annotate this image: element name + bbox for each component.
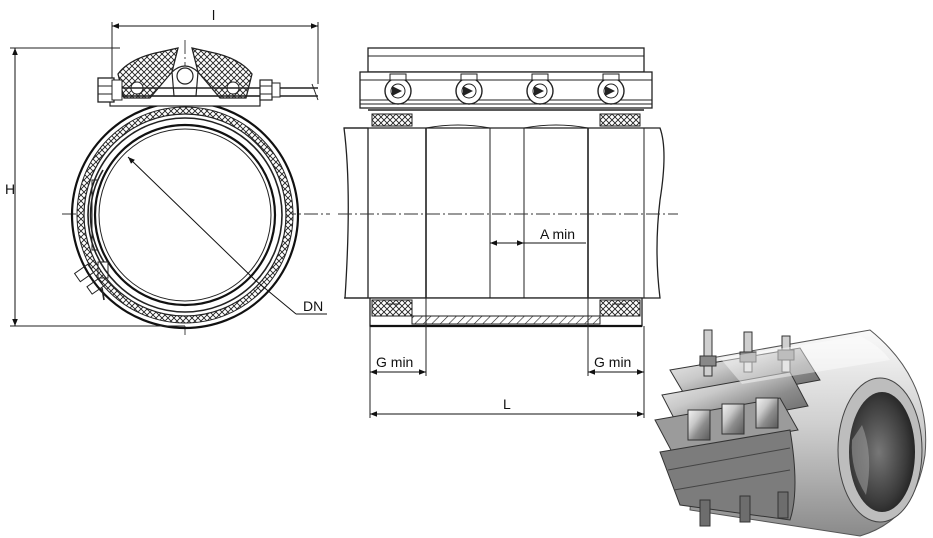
- side-view: A min G min G min L: [338, 47, 678, 418]
- g-min-right-label: G min: [594, 354, 631, 370]
- bolt-icon: [739, 331, 757, 373]
- bolt-icon: [777, 335, 795, 373]
- bolt-icon: [699, 329, 717, 377]
- length-l-label: L: [503, 396, 511, 412]
- bolt-head-icon: [526, 73, 554, 105]
- g-min-left-label: G min: [376, 354, 413, 370]
- bolt-head-icon: [455, 73, 483, 105]
- side-bolt-icon: [73, 261, 109, 301]
- product-photo: [654, 329, 927, 537]
- end-view: DN l H: [5, 7, 330, 335]
- width-l-label: l: [212, 7, 215, 23]
- height-h-label: H: [5, 181, 15, 197]
- dn-label: DN: [303, 298, 323, 314]
- top-closure: [97, 47, 319, 107]
- bolt-head-icon: [597, 73, 625, 105]
- a-min-label: A min: [540, 226, 575, 242]
- bolt-head-icon: [384, 73, 412, 105]
